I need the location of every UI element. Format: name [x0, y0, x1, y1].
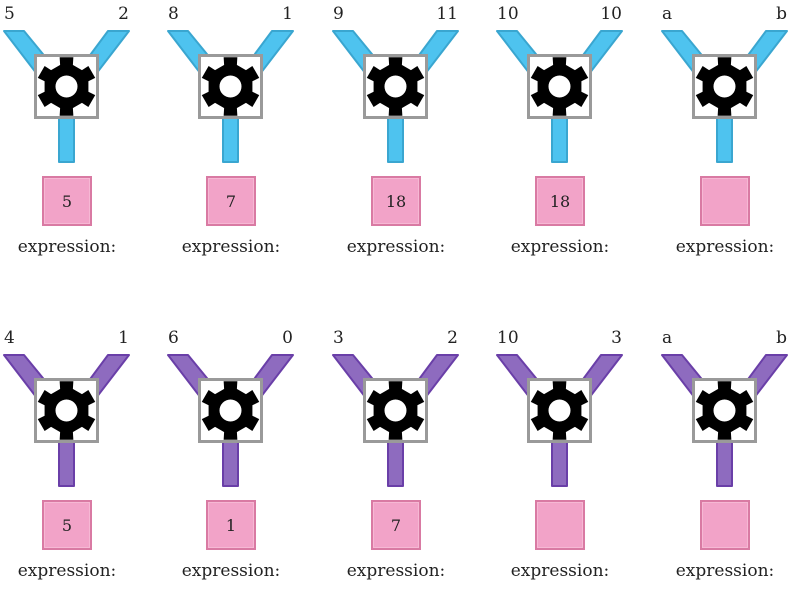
function-machine-1-2: 8 1 7 expression:: [164, 0, 314, 270]
output-pipe: [387, 115, 404, 163]
input-label-b: 0: [282, 328, 293, 348]
output-box[interactable]: 18: [371, 176, 421, 226]
function-machine-2-5: a b expression:: [658, 324, 801, 594]
gear-icon: [37, 57, 96, 116]
machine-row-1: 5 2 5 expression: 8 1 7 expression:: [0, 0, 801, 270]
expression-label: expression:: [510, 237, 610, 257]
input-label-a: 6: [168, 328, 179, 348]
output-pipe: [551, 439, 568, 487]
output-value: 5: [61, 191, 73, 211]
output-box[interactable]: 5: [42, 500, 92, 550]
output-value: 18: [549, 191, 571, 211]
gear-icon: [366, 381, 425, 440]
expression-label: expression:: [510, 561, 610, 581]
machine-diagram: [3, 30, 130, 163]
output-box[interactable]: [535, 500, 585, 550]
output-pipe: [58, 115, 75, 163]
input-label-a: 9: [333, 4, 344, 24]
output-value: 5: [61, 515, 73, 535]
machine-diagram: [496, 30, 623, 163]
output-box[interactable]: [700, 500, 750, 550]
function-machine-1-5: a b expression:: [658, 0, 801, 270]
function-machine-2-1: 4 1 5 expression:: [0, 324, 150, 594]
machine-diagram: [3, 354, 130, 487]
gear-icon: [201, 57, 260, 116]
machine-diagram: [332, 30, 459, 163]
function-machine-1-3: 9 11 18 expression:: [329, 0, 479, 270]
input-label-a: 3: [333, 328, 344, 348]
gear-icon: [37, 381, 96, 440]
input-label-b: 10: [600, 4, 622, 24]
expression-label: expression:: [181, 237, 281, 257]
output-value: 7: [390, 515, 402, 535]
function-machine-2-2: 6 0 1 expression:: [164, 324, 314, 594]
expression-label: expression:: [675, 237, 775, 257]
output-box[interactable]: 18: [535, 176, 585, 226]
output-pipe: [551, 115, 568, 163]
output-pipe: [58, 439, 75, 487]
machine-row-2: 4 1 5 expression: 6 0 1 expression:: [0, 324, 801, 594]
input-label-b: 1: [282, 4, 293, 24]
input-label-a: 10: [497, 328, 519, 348]
output-pipe: [716, 439, 733, 487]
input-label-b: b: [776, 328, 787, 348]
output-box[interactable]: [700, 176, 750, 226]
input-label-a: 10: [497, 4, 519, 24]
machine-diagram: [167, 30, 294, 163]
output-pipe: [222, 115, 239, 163]
function-machine-1-4: 10 10 18 expression:: [493, 0, 643, 270]
input-label-a: 5: [4, 4, 15, 24]
input-label-b: 2: [447, 328, 458, 348]
function-machine-1-1: 5 2 5 expression:: [0, 0, 150, 270]
machine-diagram: [496, 354, 623, 487]
input-label-b: b: [776, 4, 787, 24]
gear-icon: [530, 381, 589, 440]
input-label-b: 11: [436, 4, 458, 24]
output-pipe: [716, 115, 733, 163]
expression-label: expression:: [675, 561, 775, 581]
gear-icon: [366, 57, 425, 116]
input-label-b: 2: [118, 4, 129, 24]
machine-diagram: [661, 354, 788, 487]
machine-diagram: [167, 354, 294, 487]
function-machine-2-3: 3 2 7 expression:: [329, 324, 479, 594]
machine-diagram: [332, 354, 459, 487]
gear-icon: [695, 381, 754, 440]
output-pipe: [387, 439, 404, 487]
output-box[interactable]: 5: [42, 176, 92, 226]
gear-icon: [530, 57, 589, 116]
input-label-a: a: [662, 4, 673, 24]
gear-icon: [695, 57, 754, 116]
output-box[interactable]: 7: [371, 500, 421, 550]
output-box[interactable]: 1: [206, 500, 256, 550]
gear-icon: [201, 381, 260, 440]
function-machine-2-4: 10 3 expression:: [493, 324, 643, 594]
output-box[interactable]: 7: [206, 176, 256, 226]
machine-diagram: [661, 30, 788, 163]
expression-label: expression:: [181, 561, 281, 581]
expression-label: expression:: [17, 561, 117, 581]
input-label-a: 8: [168, 4, 179, 24]
output-value: 1: [225, 515, 237, 535]
expression-label: expression:: [17, 237, 117, 257]
output-pipe: [222, 439, 239, 487]
input-label-b: 3: [611, 328, 622, 348]
expression-label: expression:: [346, 237, 446, 257]
input-label-a: 4: [4, 328, 15, 348]
output-value: 7: [225, 191, 237, 211]
input-label-b: 1: [118, 328, 129, 348]
input-label-a: a: [662, 328, 673, 348]
expression-label: expression:: [346, 561, 446, 581]
output-value: 18: [385, 191, 407, 211]
